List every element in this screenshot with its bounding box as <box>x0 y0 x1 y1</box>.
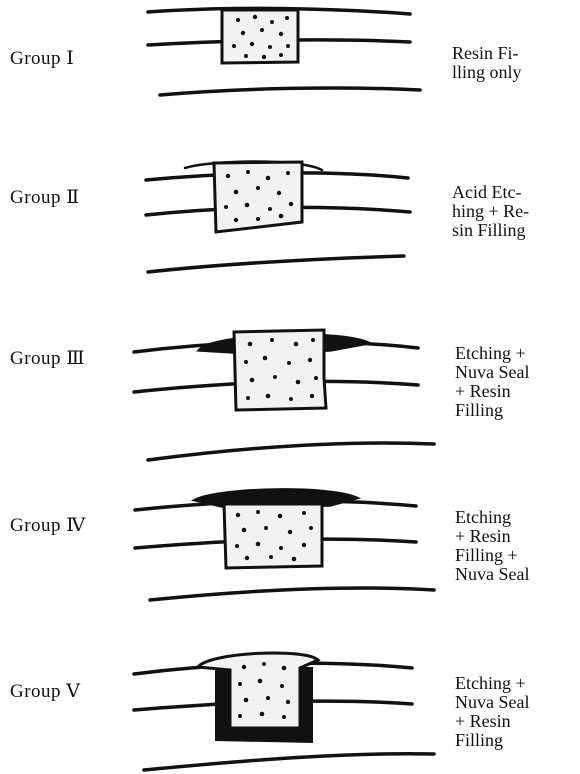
group-3-description-line: Filling <box>455 401 529 420</box>
group-3-description-line: + Resin <box>455 382 529 401</box>
group-5-description-line: + Resin <box>455 712 529 731</box>
group-2-description-line: hing + Re- <box>452 202 529 221</box>
group-2-description-line: sin Filling <box>452 221 529 240</box>
group-4-description-line: Etching <box>455 508 529 527</box>
group-3-diagram <box>134 330 434 460</box>
group-3-label: Group Ⅲ <box>10 347 85 370</box>
group-4-description-line: Nuva Seal <box>455 565 529 584</box>
group-2-label: Group Ⅱ <box>10 186 80 209</box>
group-4-description-line: Filling + <box>455 546 529 565</box>
group-3-description-line: Nuva Seal <box>455 363 529 382</box>
group-5-description-line: Nuva Seal <box>455 693 529 712</box>
group-4-label: Group Ⅳ <box>10 514 86 537</box>
group-2-description-line: Acid Etc- <box>452 183 529 202</box>
group-5-label: Group Ⅴ <box>10 680 81 703</box>
group-1-pulp-line <box>160 88 420 95</box>
group-1-description-line: lling only <box>452 63 522 82</box>
group-1-diagram <box>148 8 420 95</box>
group-5-pulp-line <box>144 754 434 770</box>
group-4-pulp-line <box>150 588 434 600</box>
group-5-description-line: Filling <box>455 731 529 750</box>
group-5-description-line: Etching + <box>455 674 529 693</box>
group-4-description-line: + Resin <box>455 527 529 546</box>
group-2-diagram <box>146 162 410 273</box>
group-4-description: Etching + Resin Filling + Nuva Seal <box>455 508 529 584</box>
group-4-diagram <box>135 490 434 600</box>
group-3-pulp-line <box>148 443 434 460</box>
group-3-description-line: Etching + <box>455 344 529 363</box>
group-5-description: Etching + Nuva Seal + Resin Filling <box>455 674 529 750</box>
group-1-description-line: Resin Fi- <box>452 44 522 63</box>
group-1-description: Resin Fi- lling only <box>452 44 522 82</box>
group-5-diagram <box>134 653 434 770</box>
group-3-description: Etching + Nuva Seal + Resin Filling <box>455 344 529 420</box>
group-2-pulp-line <box>148 256 404 272</box>
group-2-description: Acid Etc- hing + Re- sin Filling <box>452 183 529 240</box>
group-1-label: Group Ⅰ <box>10 47 74 70</box>
